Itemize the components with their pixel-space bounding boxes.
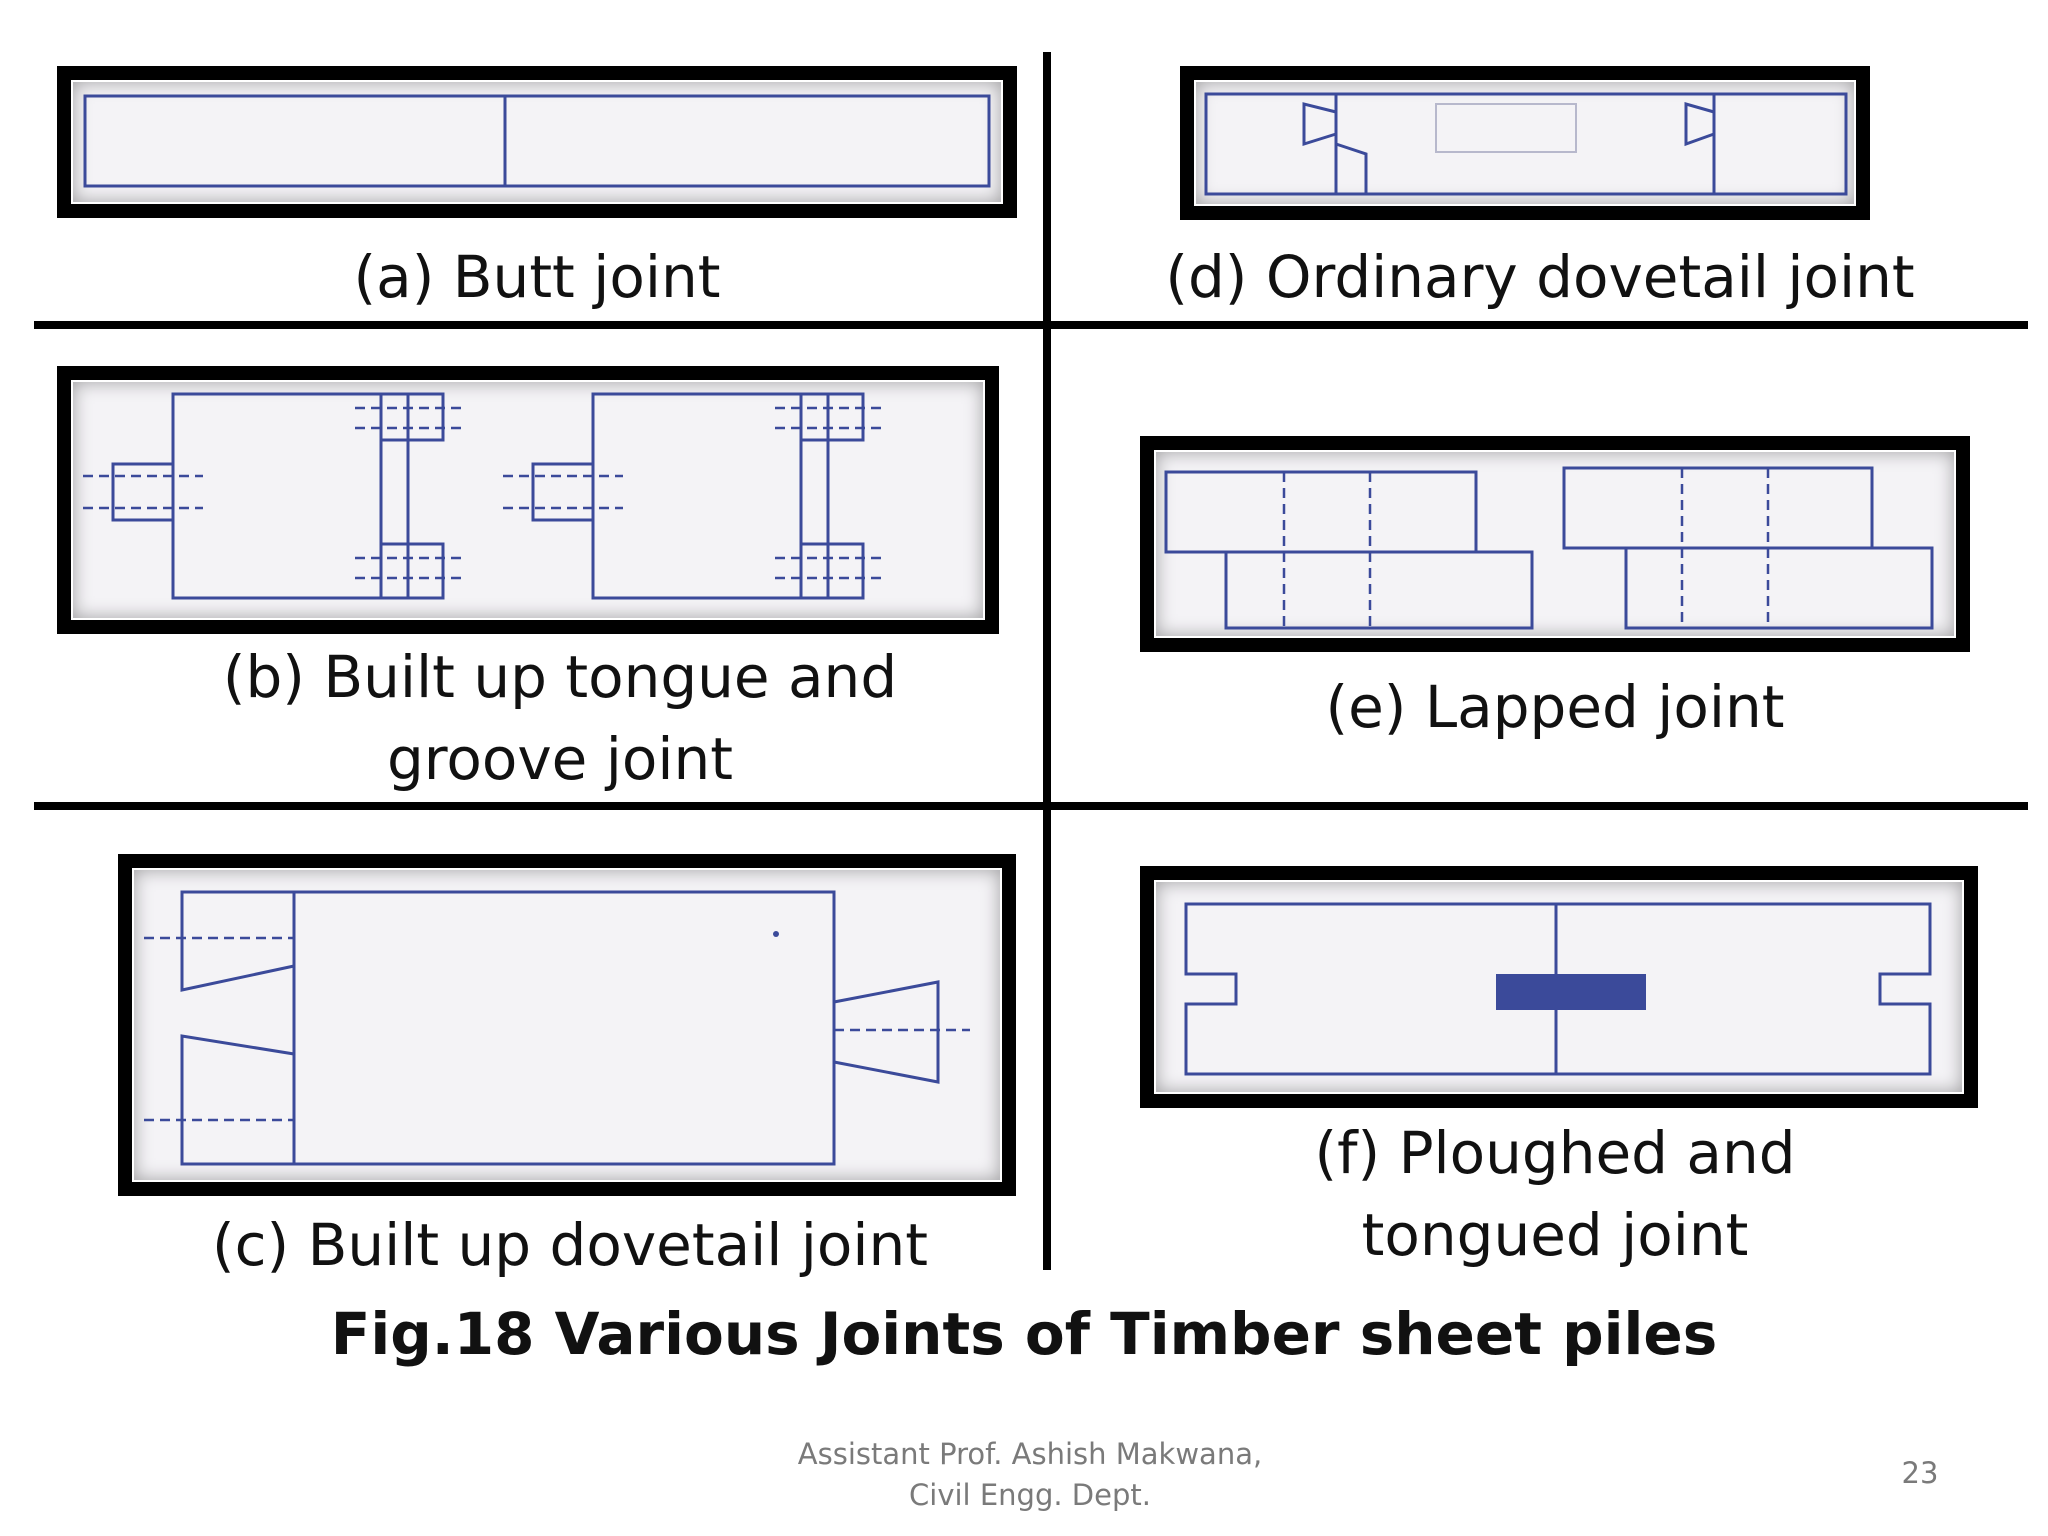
footer-author-line2: Civil Engg. Dept. [909, 1478, 1151, 1512]
figure-b-tongue-groove-joint [57, 366, 999, 634]
caption-c: (c) Built up dovetail joint [211, 1211, 929, 1279]
tongue-groove-drawing [83, 392, 883, 600]
ordinary-dovetail-drawing [1204, 92, 1848, 196]
page-number: 23 [1901, 1456, 1939, 1490]
butt-joint-drawing [83, 94, 991, 188]
footer-author: Assistant Prof. Ashish Makwana, Civil En… [700, 1434, 1360, 1516]
horizontal-divider-top [34, 321, 2028, 329]
caption-d: (d) Ordinary dovetail joint [1165, 243, 1915, 311]
caption-f-line2: tongued joint [1361, 1201, 1749, 1269]
figure-a-butt-joint [57, 66, 1017, 218]
caption-f: (f) Ploughed and tongued joint [1140, 1112, 1970, 1276]
footer-author-line1: Assistant Prof. Ashish Makwana, [797, 1437, 1263, 1471]
figure-d-ordinary-dovetail-joint [1180, 66, 1870, 220]
figure-e-lapped-joint [1140, 436, 1970, 652]
figure-f-ploughed-tongued-joint [1140, 866, 1978, 1108]
figure-title: Fig.18 Various Joints of Timber sheet pi… [330, 1300, 1718, 1368]
caption-b-line2: groove joint [386, 725, 734, 793]
vertical-divider [1043, 52, 1051, 1270]
caption-b-line1: (b) Built up tongue and [222, 643, 898, 711]
caption-e: (e) Lapped joint [1325, 673, 1785, 741]
caption-a: (a) Butt joint [353, 243, 721, 311]
lapped-joint-drawing [1164, 466, 1934, 630]
caption-b: (b) Built up tongue and groove joint [130, 636, 990, 800]
horizontal-divider-bottom [34, 802, 2028, 810]
tongue-block [1496, 974, 1646, 1010]
caption-f-line1: (f) Ploughed and [1314, 1119, 1796, 1187]
ploughed-tongued-drawing [1184, 902, 1932, 1076]
ink-dot [773, 931, 779, 937]
built-up-dovetail-drawing [144, 890, 970, 1166]
figure-c-built-up-dovetail-joint [118, 854, 1016, 1196]
